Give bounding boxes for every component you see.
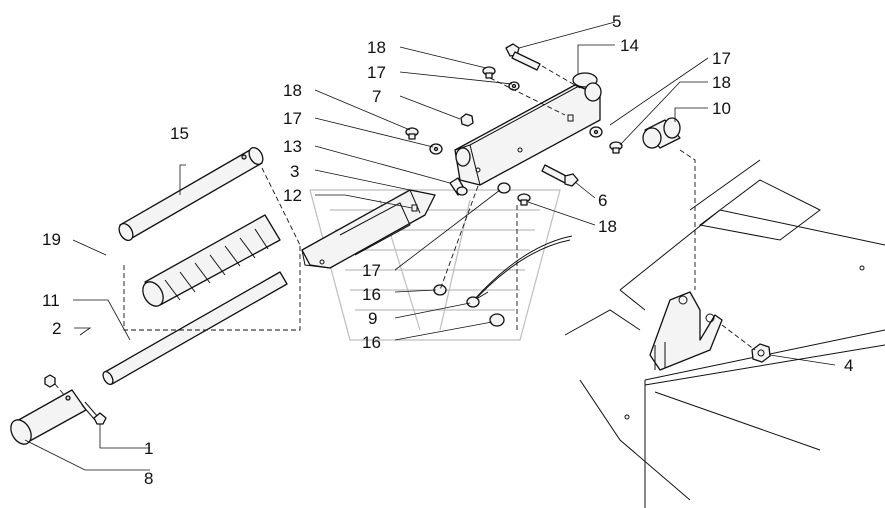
label-1: 1 xyxy=(144,439,153,458)
label-13: 13 xyxy=(283,137,302,156)
cable-9 xyxy=(466,235,573,308)
assembly-lines xyxy=(54,65,756,397)
label-4: 4 xyxy=(844,356,853,375)
bolt-18-top xyxy=(482,66,496,79)
label-14: 14 xyxy=(620,36,639,55)
spring-19 xyxy=(142,214,281,307)
label-11: 11 xyxy=(42,291,60,310)
washer-17-top xyxy=(508,81,520,91)
bolt-6 xyxy=(541,164,579,187)
label-2: 2 xyxy=(52,319,61,338)
label-17: 17 xyxy=(712,49,731,68)
bolt-18-left xyxy=(405,127,419,140)
label-8: 8 xyxy=(144,469,153,488)
bolt-1 xyxy=(81,401,107,425)
label-18: 18 xyxy=(283,81,302,100)
plate-12 xyxy=(301,189,436,269)
label-6: 6 xyxy=(598,191,607,210)
rod-11 xyxy=(102,271,288,386)
washer-17-lower xyxy=(497,182,511,194)
leader-lines xyxy=(24,21,836,471)
bolt-18-right xyxy=(609,141,623,154)
watermark-logo xyxy=(309,189,561,341)
label-18: 18 xyxy=(598,217,617,236)
label-9: 9 xyxy=(368,309,377,328)
label-18: 18 xyxy=(712,73,731,92)
arm-14 xyxy=(454,72,602,186)
label-5: 5 xyxy=(612,12,621,31)
washer-16-lower xyxy=(489,313,505,327)
label-17: 17 xyxy=(283,109,302,128)
label-17: 17 xyxy=(362,261,381,280)
label-12: 12 xyxy=(283,186,302,205)
label-15: 15 xyxy=(170,124,189,143)
nut-2 xyxy=(44,374,56,388)
bushing-10 xyxy=(642,117,681,149)
label-7: 7 xyxy=(372,87,381,106)
bolt-5 xyxy=(505,43,541,71)
tube-15 xyxy=(118,146,264,242)
bolt-18-lower xyxy=(517,193,531,206)
label-18: 18 xyxy=(367,38,386,57)
nut-7 xyxy=(460,113,474,127)
washer-17-right xyxy=(589,126,603,138)
callout-labels: 5 14 18 17 7 18 17 13 3 12 15 19 11 2 1 … xyxy=(42,12,853,488)
washer-17-left xyxy=(429,143,443,155)
pin-8 xyxy=(10,389,87,445)
label-3: 3 xyxy=(290,162,299,181)
label-16: 16 xyxy=(362,285,381,304)
label-16: 16 xyxy=(362,333,381,352)
label-17: 17 xyxy=(367,63,386,82)
label-10: 10 xyxy=(712,99,731,118)
label-19: 19 xyxy=(42,230,61,249)
nut-4 xyxy=(751,343,771,363)
bushing-13 xyxy=(449,177,468,196)
machine-frame xyxy=(564,159,885,508)
